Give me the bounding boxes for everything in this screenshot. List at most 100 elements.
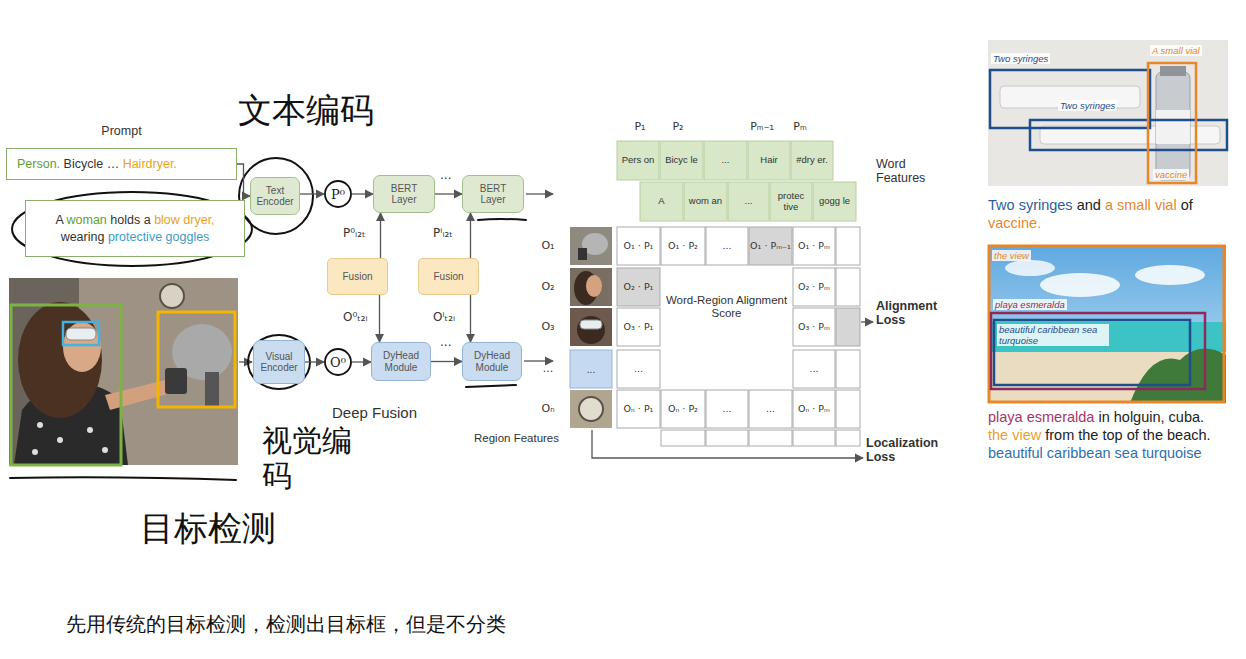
connector: [431, 361, 462, 362]
score-matrix-shape: [661, 390, 705, 428]
photo-shape: [57, 437, 63, 443]
region-thumbnails-shape: [570, 268, 612, 306]
box-text: DyHead Module: [466, 350, 518, 373]
box-tag: beautiful caribbean sea turquoise: [997, 324, 1109, 346]
connector: [435, 193, 462, 194]
text-run: of: [1127, 427, 1139, 443]
region-thumbnails-shape: [579, 397, 603, 421]
text-run: dryer,: [183, 213, 214, 227]
score-cell: O₃ · Pₘ: [793, 308, 835, 346]
score-matrix-shape: [749, 390, 792, 428]
misc-arrows-shape: [524, 360, 553, 361]
score-matrix-shape: [836, 390, 860, 428]
score-cell: O₁ · Pₘ₋₁: [749, 227, 792, 265]
text-run: A: [55, 213, 63, 227]
text-run: vaccine.: [988, 215, 1041, 231]
word-token: Bicyc le: [660, 141, 703, 180]
score-matrix-shape: [617, 390, 660, 428]
score-cell: ...: [706, 227, 748, 265]
region-thumbnails-shape: [577, 316, 605, 344]
region-index: ...: [532, 350, 564, 388]
score-matrix-shape: [706, 390, 748, 428]
score-matrix-shape: [836, 308, 860, 346]
photo-shape: [9, 278, 238, 465]
text-run: woman: [67, 213, 107, 227]
handwritten-note: 目标检测: [140, 506, 276, 552]
region-index: O₂: [532, 268, 564, 306]
photo-shape: [11, 305, 121, 465]
score-cell: ...: [749, 390, 792, 428]
score-cell: Oₙ · P₁: [617, 390, 660, 428]
text-run: beautiful: [988, 445, 1043, 461]
text-run: a: [144, 213, 151, 227]
region-thumbnails-shape: [580, 320, 602, 329]
word-index: Pₘ₋₁: [742, 118, 782, 136]
word-token: ...: [704, 141, 747, 180]
text-run: Person.: [17, 157, 60, 171]
word-token: protec tive: [770, 182, 812, 221]
word-feature-cells-shape: [748, 141, 790, 180]
score-cell: Oₙ · P₂: [661, 390, 705, 428]
syringe-photo-shape: [1156, 72, 1190, 180]
beach-photo-shape: [1130, 349, 1226, 403]
region-thumbnails-shape: [570, 350, 612, 388]
word-feature-cells-shape: [791, 141, 833, 180]
photo-shape: [32, 449, 38, 455]
edge-label: O⁰ₜ₂ᵢ: [343, 310, 368, 324]
word-token: wom an: [684, 182, 727, 221]
beach-photo-shape: [1040, 273, 1120, 297]
word-feature-cells-shape: [770, 182, 812, 221]
image-caption: Two syringes and a small vial of vaccine…: [988, 196, 1224, 232]
score-cell: ...: [706, 390, 748, 428]
section-title: Deep Fusion: [332, 404, 417, 421]
handwritten-marks-shape: [478, 219, 526, 220]
text-run: a: [1105, 197, 1113, 213]
region-thumbnails-shape: [586, 275, 602, 297]
score-matrix-shape: [793, 430, 835, 446]
word-feature-cells-shape: [728, 182, 769, 221]
box-text: A woman holds a blow dryer, wearing prot…: [36, 212, 234, 245]
beach-photo-shape: [988, 245, 1226, 403]
syringe-photo-shape: [1148, 63, 1196, 183]
page-caption: 先用传统的目标检测，检测出目标框，但是不分类: [66, 611, 506, 638]
box-tag: Two syringes: [991, 53, 1050, 64]
image-caption: playa esmeralda in holguin, cuba. the vi…: [988, 408, 1220, 462]
text-run: goggles: [166, 230, 210, 244]
score-matrix-shape: [617, 350, 660, 388]
photo-shape: [165, 368, 187, 394]
text-run: the: [1143, 427, 1163, 443]
encoder-box: Visual Encoder: [253, 340, 305, 384]
photo-shape: [102, 447, 108, 453]
syringe-photo-shape: [1156, 110, 1190, 144]
score-matrix-shape: [661, 227, 705, 265]
score-cell: ...: [793, 350, 835, 388]
handwritten-marks-shape: [466, 385, 516, 387]
beach-photo-shape: [1135, 265, 1205, 285]
photo-shape: [18, 302, 102, 418]
score-cell: O₂ · Pₘ: [793, 268, 835, 306]
score-matrix-shape: [793, 268, 835, 306]
dyhead-box: DyHead Module: [462, 342, 522, 381]
word-token: Pers on: [617, 141, 659, 180]
photo-shape: [158, 312, 235, 407]
box-heading: Prompt: [7, 123, 236, 139]
score-cell: O₂ · P₁: [617, 268, 660, 306]
score-matrix-shape: [617, 227, 660, 265]
word-feature-cells-shape: [617, 141, 659, 180]
edge-label: P⁰ᵢ₂ₜ: [343, 226, 366, 240]
score-cell: O₁ · P₁: [617, 227, 660, 265]
misc-arrows-shape: [239, 361, 252, 362]
edge-label: Pⁱᵢ₂ₜ: [433, 226, 453, 240]
box-text: Fusion: [433, 271, 463, 282]
text-run: sea: [1115, 445, 1138, 461]
word-token: Hair: [748, 141, 790, 180]
box-tag: Two syringes: [1058, 100, 1117, 111]
misc-arrows-shape: [526, 193, 553, 194]
region-thumbnails-shape: [570, 227, 612, 265]
text-run: in: [1098, 409, 1109, 425]
matrix-title: Word-Region Alignment Score: [661, 268, 792, 346]
text-run: wearing: [61, 230, 105, 244]
encoder-box: Text Encoder: [250, 177, 300, 215]
region-thumbnails: [570, 227, 612, 428]
edge-label: ···: [440, 339, 451, 353]
